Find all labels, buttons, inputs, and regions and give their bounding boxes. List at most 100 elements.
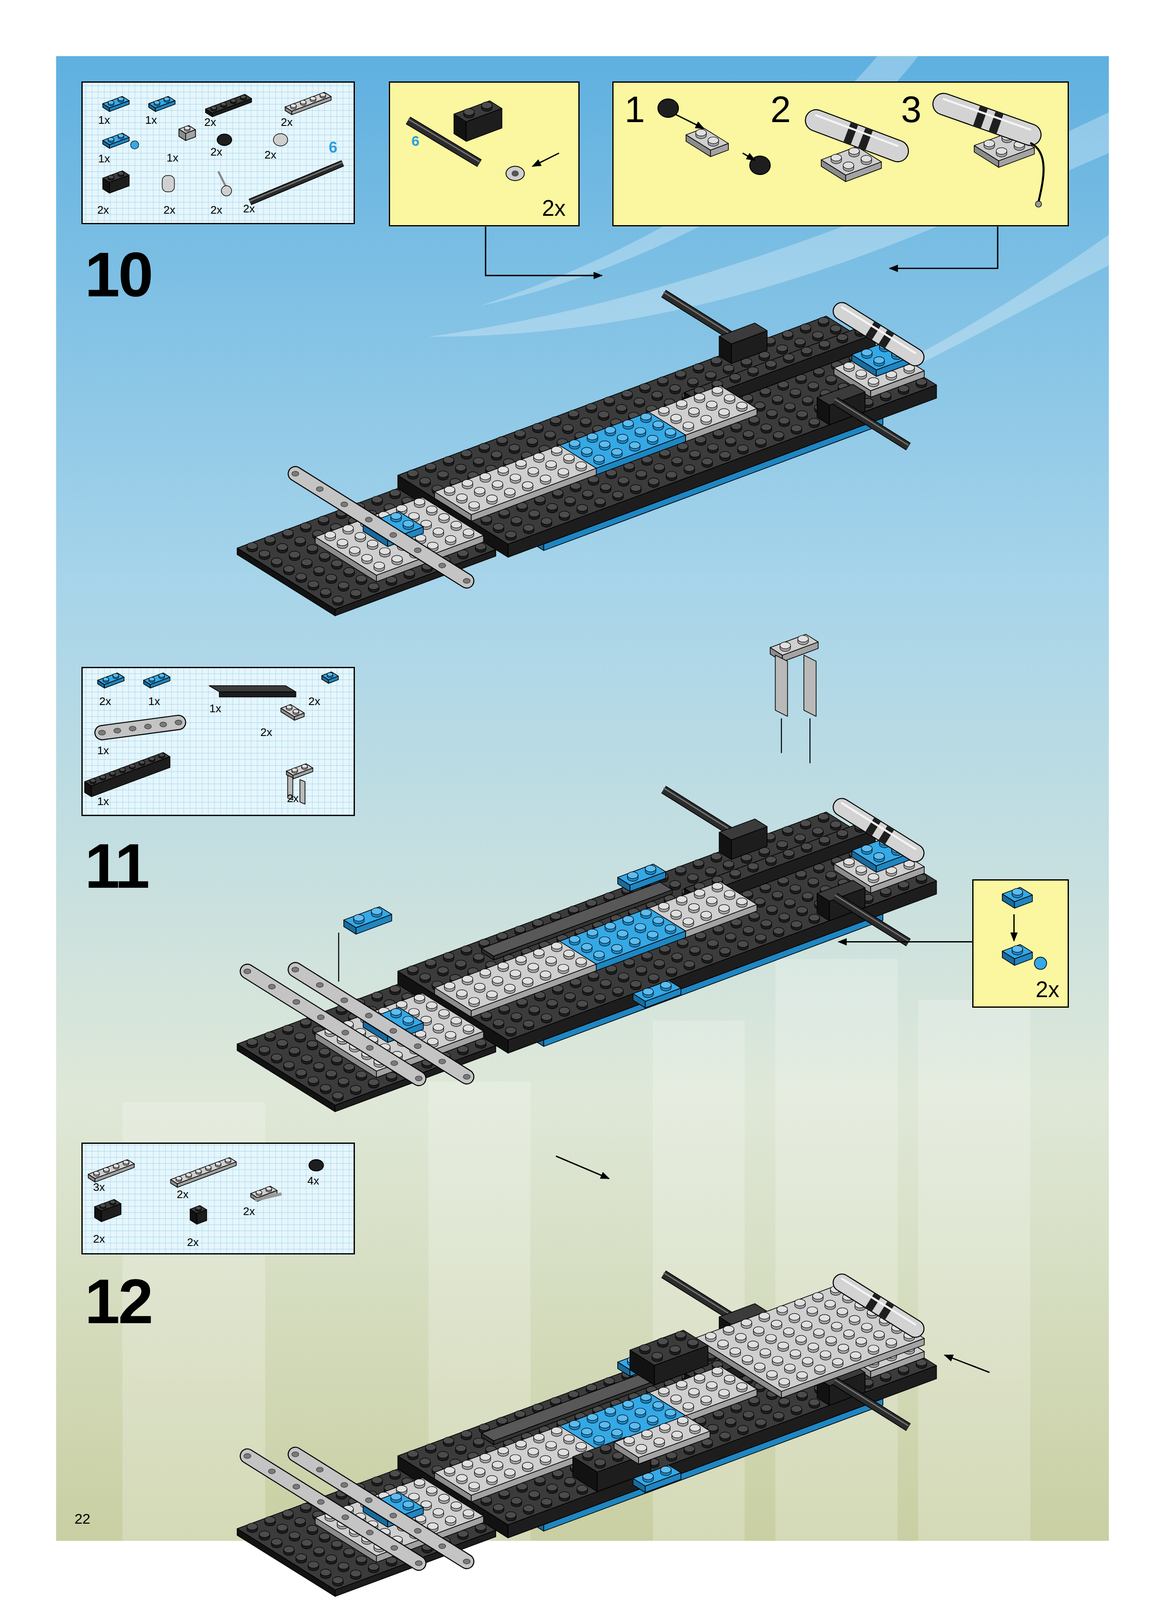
stud-top [861, 845, 873, 852]
stud-top [367, 540, 378, 547]
liftarm [295, 473, 467, 581]
stud-top [843, 858, 855, 865]
stud-top [557, 964, 569, 972]
liftarm-hole [317, 1015, 324, 1021]
stud-top [868, 873, 879, 881]
brick-top [397, 811, 937, 1041]
stud-top [773, 431, 784, 439]
stud-top [766, 409, 778, 417]
axle-groove [834, 895, 909, 942]
stud-top [527, 963, 539, 971]
liftarm-hole [390, 1060, 398, 1066]
stud-top [724, 890, 735, 898]
stud-top [306, 544, 318, 552]
stud-top [790, 884, 801, 892]
stud-top [801, 347, 812, 355]
liftarm-hole [291, 471, 299, 477]
stud-top [343, 1063, 355, 1071]
stud-top [737, 444, 749, 452]
liftarm-hole [316, 982, 324, 988]
stud-top [585, 1384, 597, 1392]
stud-top [688, 407, 700, 415]
stud-top [652, 391, 663, 399]
stud-top [743, 1411, 754, 1418]
stud-top [510, 474, 521, 481]
stud-top [670, 414, 682, 422]
stud-top [514, 1410, 526, 1418]
city-silhouette [775, 959, 899, 1541]
stud-top [541, 517, 552, 525]
stud-top [569, 935, 581, 943]
stud-top [496, 932, 508, 940]
stud-top [603, 1377, 615, 1385]
stud-top [622, 419, 634, 427]
stud-top [801, 842, 812, 850]
stud-top [873, 356, 885, 364]
stud-top [794, 338, 806, 346]
stud-top [761, 920, 772, 927]
stud-top [790, 388, 801, 396]
stud-top [830, 820, 842, 828]
stud-top [629, 441, 641, 449]
stud-top [349, 546, 360, 554]
brick-top [617, 864, 666, 885]
stud-top [559, 511, 570, 519]
stud-top [636, 966, 647, 974]
stud-top [635, 923, 646, 931]
stud-top [474, 487, 486, 494]
stud-top [818, 317, 829, 324]
stud-top [425, 463, 436, 470]
stud-top [276, 543, 288, 551]
stud-top [532, 919, 544, 927]
stud-top [486, 990, 498, 998]
stud-top [657, 376, 669, 384]
stud-top [599, 440, 611, 448]
stud-top [747, 862, 759, 870]
stud-top [332, 596, 344, 603]
stud-top [461, 945, 472, 953]
stud-top [718, 904, 730, 912]
stud-top [706, 897, 717, 904]
stud-top [730, 373, 741, 381]
stud-top [778, 417, 790, 424]
stud-top [585, 403, 597, 411]
stud-top [427, 1038, 438, 1046]
stud-top [390, 1008, 402, 1016]
stud-top [808, 382, 819, 389]
liftarm-hole [268, 984, 276, 990]
liftarm-hole [366, 1045, 374, 1051]
stud-top [510, 970, 521, 977]
stud-top [455, 464, 466, 472]
stud-top [326, 574, 337, 581]
stud-top [468, 997, 480, 1005]
lego-model [237, 292, 937, 616]
stud-top [658, 406, 670, 414]
stud-top [783, 849, 795, 857]
stud-top [289, 1047, 300, 1055]
stud-top [308, 1076, 319, 1084]
stud-top [593, 454, 605, 462]
stud-top [426, 1001, 438, 1009]
stud-top [737, 1425, 749, 1433]
stud-top [283, 565, 295, 573]
stud-top [308, 580, 319, 588]
stud-top [356, 1071, 367, 1079]
stud-top [493, 523, 504, 530]
stud-top [711, 853, 722, 860]
stud-top [493, 1019, 504, 1027]
stud-top [773, 927, 784, 935]
stud-top [711, 386, 723, 394]
stud-top [338, 1077, 349, 1085]
stud-top [675, 370, 687, 377]
stud-top [337, 539, 348, 547]
stud-top [371, 496, 383, 503]
stud-top [688, 903, 700, 911]
stud-top [658, 902, 670, 910]
stud-top [523, 1020, 534, 1028]
stud-top [812, 827, 823, 835]
lego-model [237, 788, 937, 1112]
stud-top [532, 1404, 544, 1412]
stud-top [582, 986, 594, 994]
stud-top [264, 535, 276, 543]
